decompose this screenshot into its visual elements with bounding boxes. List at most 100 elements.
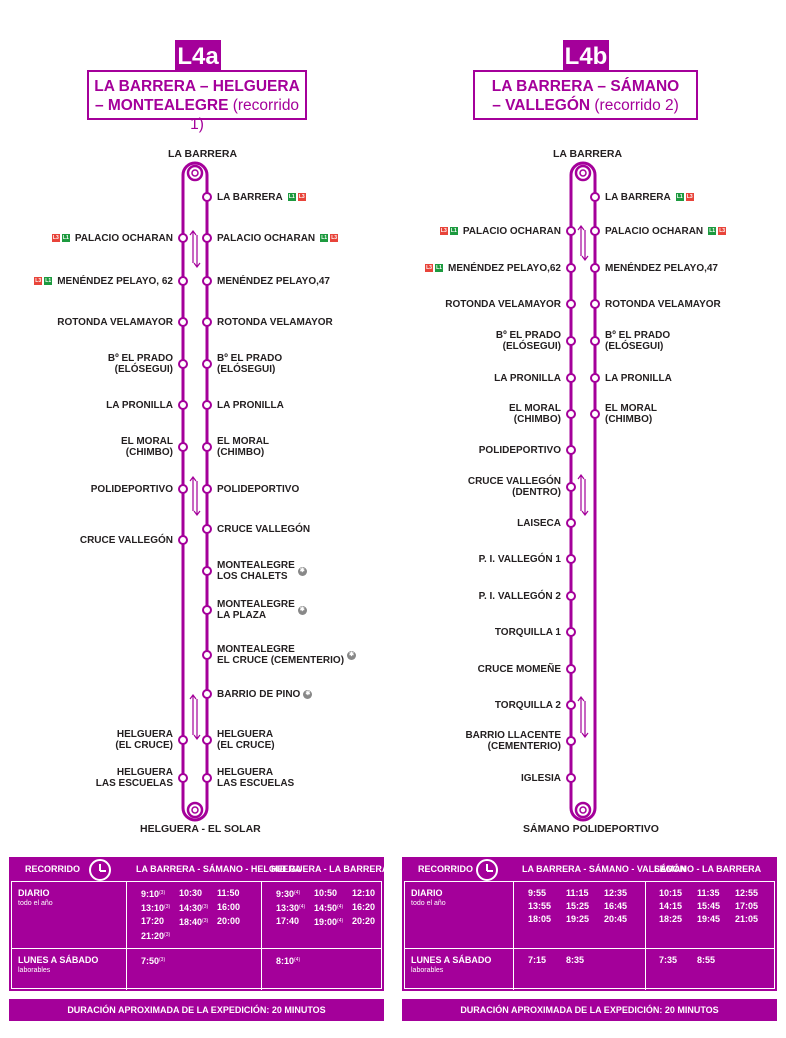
time-value: 14:50	[314, 903, 338, 913]
departure-time: 7:35	[659, 954, 697, 967]
stop-l-13: TORQUILLA 2	[495, 700, 561, 711]
line-badge-l1: L1	[320, 234, 329, 242]
direction-arrows-2	[577, 696, 589, 738]
stop-l-4: LA PRONILLA	[494, 373, 561, 384]
time-value: 17:05	[735, 901, 759, 911]
stop-dot-right-11	[202, 650, 212, 660]
stop-l-15: IGLESIA	[521, 773, 561, 784]
stop-name: EL MORAL (CHIMBO)	[120, 436, 173, 458]
stop-name: EL MORAL (CHIMBO)	[605, 403, 658, 425]
stop-r-5: LA PRONILLA	[605, 373, 672, 384]
departure-time: 13:55	[528, 900, 566, 913]
departure-time: 20:45	[604, 913, 642, 926]
stop-dot-left-15	[566, 773, 576, 783]
departure-time: 21:05	[735, 913, 773, 926]
time-value: 18:25	[659, 914, 683, 924]
route-line-diagram	[566, 161, 600, 822]
route-title-main2: – MONTEALEGRE	[94, 97, 229, 114]
stop-r-6: EL MORAL (CHIMBO)	[605, 403, 657, 425]
departure-time: 17:05	[735, 900, 773, 913]
stop-name: ROTONDA VELAMAYOR	[445, 298, 561, 310]
stop-l-7: CRUCE VALLEGÓN (DENTRO)	[468, 476, 561, 498]
stop-dot-left-5	[566, 409, 576, 419]
time-value: 10:50	[314, 888, 338, 898]
stop-r-8: CRUCE VALLEGÓN	[217, 524, 310, 535]
start-terminal: LA BARRERA	[168, 148, 238, 160]
stop-name: BARRIO DE PINO	[217, 688, 301, 700]
departure-time: 15:45	[697, 900, 735, 913]
stop-dot-left-7	[566, 482, 576, 492]
line-badge-l3: L3	[34, 277, 43, 285]
departure-time: 11:15	[566, 887, 604, 900]
line-badge-l3: L3	[718, 227, 727, 235]
stop-r-12: BARRIO DE PINO✱	[217, 688, 313, 700]
departure-time: 10:30	[179, 887, 217, 901]
stop-dot-left-13	[566, 700, 576, 710]
star-icon: ✱	[297, 566, 307, 576]
departure-time: 12:35	[604, 887, 642, 900]
stop-dot-left-12	[566, 664, 576, 674]
route-code: L4b	[563, 40, 609, 74]
stop-dot-right-4	[202, 359, 212, 369]
stop-r-3: ROTONDA VELAMAYOR	[605, 299, 721, 310]
header-recorrido: RECORRIDO	[25, 864, 81, 874]
stop-dot-left-2	[566, 299, 576, 309]
time-value: 11:15	[566, 888, 589, 898]
stop-r-10: MONTEALEGRE LA PLAZA✱	[217, 599, 307, 621]
direction-arrows-0	[577, 225, 589, 261]
trip-duration: DURACIÓN APROXIMADA DE LA EXPEDICIÓN: 20…	[402, 999, 777, 1021]
stop-name: HELGUERA LAS ESCUELAS	[217, 767, 295, 789]
stop-name: PALACIO OCHARAN	[605, 225, 704, 237]
stop-name: MONTEALEGRE EL CRUCE (CEMENTERIO)	[217, 644, 345, 666]
stop-dot-left-3	[566, 336, 576, 346]
stop-name: POLIDEPORTIVO	[217, 483, 300, 495]
end-terminal: HELGUERA - EL SOLAR	[140, 823, 261, 835]
stop-dot-left-4	[566, 373, 576, 383]
time-value: 7:50	[141, 956, 160, 966]
time-value: 12:10	[352, 888, 376, 898]
departure-time: 13:30(4)	[276, 901, 314, 915]
stop-dot-left-1	[566, 263, 576, 273]
line-badge-l1: L1	[708, 227, 717, 235]
stop-l-12: CRUCE MOMEÑE	[478, 664, 561, 675]
departure-time: 18:40(3)	[179, 915, 217, 929]
column-divider-1	[261, 882, 262, 990]
stop-dot-right-8	[202, 524, 212, 534]
clock-icon	[476, 859, 498, 881]
time-footnote: (3)	[202, 904, 209, 910]
stop-dot-left-1	[178, 276, 188, 286]
departure-time: 20:20	[352, 915, 390, 929]
stop-name: LA BARRERA	[605, 191, 671, 203]
route-title-main2: – VALLEGÓN	[492, 97, 591, 114]
direction-arrows-0	[189, 230, 201, 268]
stop-dot-right-6	[590, 409, 600, 419]
time-footnote: (3)	[202, 918, 209, 924]
stop-name: Bº EL PRADO (ELÓSEGUI)	[605, 330, 671, 352]
time-value: 9:10	[141, 889, 160, 899]
stop-r-2: MENÉNDEZ PELAYO,47	[217, 276, 330, 287]
stop-l-5: EL MORAL (CHIMBO)	[121, 436, 173, 458]
stop-dot-right-2	[590, 263, 600, 273]
direction-arrows-1	[577, 474, 589, 516]
stop-l-6: POLIDEPORTIVO	[479, 445, 561, 456]
departure-time: 16:00	[217, 901, 255, 915]
stop-dot-left-6	[178, 484, 188, 494]
time-value: 21:20	[141, 931, 165, 941]
stop-dot-left-8	[178, 735, 188, 745]
departure-time: 19:25	[566, 913, 604, 926]
end-terminal: SÁMANO POLIDEPORTIVO	[523, 823, 659, 835]
time-footnote: (4)	[294, 957, 301, 963]
stop-dot-right-2	[202, 276, 212, 286]
stop-name: PALACIO OCHARAN	[74, 232, 173, 244]
stop-l-6: POLIDEPORTIVO	[91, 484, 173, 495]
departure-time: 9:55	[528, 887, 566, 900]
line-badge-l3: L3	[297, 193, 306, 201]
departure-time: 17:40	[276, 915, 314, 929]
time-grid: 8:10(4)	[276, 954, 390, 968]
departure-time: 13:10(3)	[141, 901, 179, 915]
